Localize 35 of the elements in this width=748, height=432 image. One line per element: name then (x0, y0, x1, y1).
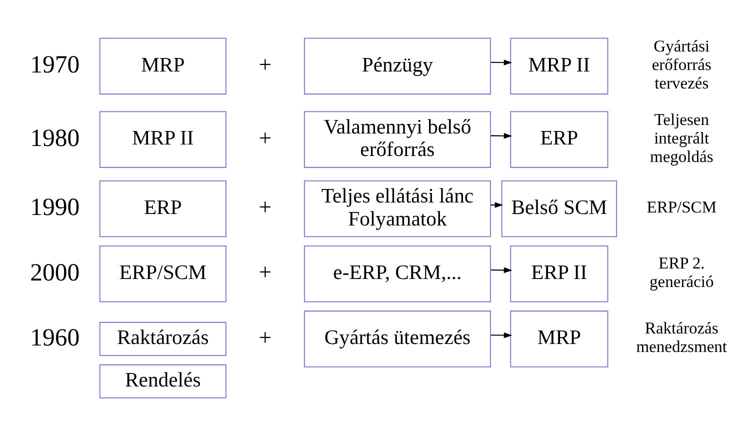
label: + (258, 194, 272, 220)
node-box: MRP (99, 38, 226, 95)
arrow (490, 60, 512, 66)
label: + (258, 52, 272, 77)
node-box: ERP (99, 180, 226, 238)
node-box: Valamennyi belső erőforrás (304, 111, 491, 168)
node-box: Teljes ellátási lánc Folyamatok (304, 180, 491, 238)
node-box: Pénzügy (304, 38, 491, 95)
node-box: e-ERP, CRM,... (304, 245, 491, 302)
node-label: Gyártási erőforrás tervezés (652, 36, 712, 93)
node-box: ERP (510, 111, 608, 168)
node-box: ERP/SCM (99, 245, 226, 302)
node-box: MRP (510, 310, 608, 368)
node-box: Rendelés (99, 364, 226, 398)
node-box: MRP II (99, 111, 226, 168)
arrow (490, 267, 512, 274)
label: + (258, 125, 272, 150)
label: 1990 (30, 194, 80, 222)
node-box: Gyártás ütemezés (304, 310, 491, 368)
arrow (490, 332, 512, 338)
label: + (258, 324, 272, 350)
label: 1970 (30, 52, 80, 79)
node-box: ERP II (510, 245, 608, 302)
node-label: Teljesen integrált megoldás (650, 110, 714, 166)
label: 2000 (30, 259, 80, 286)
node-label: Raktározás menedzsment (636, 318, 728, 356)
label: 1980 (30, 124, 80, 152)
label: + (258, 260, 272, 285)
node-box: MRP II (510, 38, 608, 95)
node-box: Belső SCM (501, 180, 618, 238)
arrow (490, 132, 512, 139)
node-box: Raktározás (99, 322, 226, 356)
label: 1960 (30, 324, 80, 352)
node-label: ERP/SCM (646, 198, 717, 217)
node-label: ERP 2. generáció (650, 253, 714, 292)
